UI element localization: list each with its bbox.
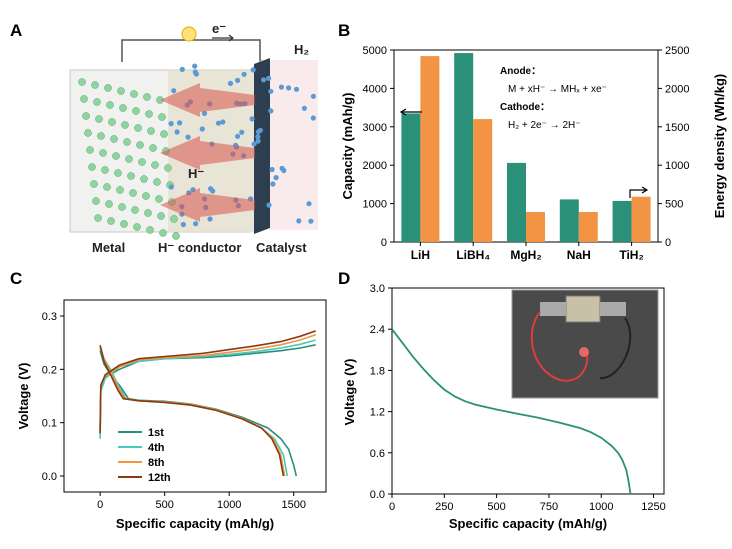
bar-left-2 — [507, 162, 526, 242]
legend-label: 8th — [148, 457, 165, 469]
category-label: NaH — [567, 248, 591, 262]
circuit-wire — [121, 39, 261, 62]
y-tick-label: 0.1 — [42, 418, 57, 430]
metal-atoms — [78, 78, 180, 240]
y-right-tick-label: 1000 — [665, 160, 689, 172]
legend-label: 4th — [148, 442, 165, 454]
x-tick-label: 1000 — [589, 501, 613, 513]
bar-left-0 — [401, 113, 421, 243]
y-tick-label: 0.6 — [370, 448, 385, 460]
bar-right-2 — [526, 212, 545, 242]
catalyst-label: Catalyst — [256, 240, 307, 255]
y-tick-label: 1000 — [363, 199, 387, 211]
series-discharge-12th — [99, 345, 285, 477]
y-right-tick-label: 0 — [665, 237, 671, 249]
panel-label-b: B — [338, 21, 350, 40]
y-tick-label: 2000 — [363, 160, 387, 172]
bar-right-0 — [420, 56, 440, 242]
legend-label: 1st — [148, 427, 164, 439]
cycling-voltage-chart: 0 500 1000 1500 0.0 0.1 0.2 0.3 1st 4th 8th 12th S… — [16, 299, 327, 531]
plot-frame — [63, 299, 327, 493]
y-tick-label: 0.3 — [42, 311, 57, 323]
bar-right-3 — [578, 212, 598, 242]
x-tick-label: 0 — [389, 501, 395, 513]
x-tick-label: 500 — [487, 501, 505, 513]
light-bulb-icon — [181, 26, 197, 42]
y-axis-label: Voltage (V) — [16, 363, 31, 430]
legend: 1st 4th 8th 12th — [118, 427, 171, 484]
y-tick-label: 1.8 — [370, 365, 385, 377]
electron-label: e⁻ — [212, 21, 226, 36]
anode-title: Anode： — [500, 66, 541, 77]
x-tick-label: 250 — [435, 501, 453, 513]
hydrogen-label: H₂ — [294, 42, 309, 57]
anode-equation: M + xH⁻ → MHₓ + xe⁻ — [508, 84, 607, 95]
x-tick-label: 1250 — [641, 501, 665, 513]
x-axis-label: Specific capacity (mAh/g) — [449, 516, 607, 531]
y-tick-label: 1.2 — [370, 407, 385, 419]
panel-label-c: C — [10, 269, 22, 288]
legend-label: 12th — [148, 472, 171, 484]
bar-left-4 — [612, 200, 632, 242]
x-tick-label: 500 — [155, 499, 173, 511]
category-label: LiH — [411, 248, 430, 262]
y-right-tick-label: 1500 — [665, 122, 689, 134]
x-tick-label: 750 — [540, 501, 558, 513]
hydride-label: H⁻ — [188, 166, 204, 181]
led-glow-icon — [579, 347, 589, 357]
capacity-bar-chart: 0 1000 2000 3000 4000 5000 0 500 1000 1500 2000 250… — [340, 45, 727, 262]
x-axis-label: Specific capacity (mAh/g) — [116, 516, 274, 531]
y-tick-label: 0.0 — [42, 471, 57, 483]
series-charge-4th — [99, 339, 316, 439]
y-right-tick-label: 2000 — [665, 83, 689, 95]
x-tick-label: 1000 — [217, 499, 241, 511]
bar-right-4 — [631, 196, 651, 242]
panel-label-d: D — [338, 269, 350, 288]
category-label: TiH₂ — [619, 248, 643, 262]
series-charge-8th — [99, 333, 316, 429]
discharge-voltage-chart: 0 250 500 750 1000 1250 0.0 0.6 1.2 1.8 2.4 3.0 Spe… — [342, 283, 666, 531]
y-right-tick-label: 2500 — [665, 45, 689, 57]
panel-label-a: A — [10, 21, 22, 40]
cathode-title: Cathode： — [500, 102, 550, 113]
battery-schematic: e⁻ H₂ H⁻ Metal H⁻ conductor Catalyst — [69, 21, 318, 255]
conductor-label: H⁻ conductor — [158, 240, 241, 255]
y-right-tick-label: 500 — [665, 199, 683, 211]
y-tick-label: 3000 — [363, 122, 387, 134]
series-discharge-4th — [99, 347, 289, 477]
bar-left-1 — [454, 53, 474, 242]
catalyst-plate — [254, 58, 270, 234]
y-tick-label: 4000 — [363, 83, 387, 95]
metal-label: Metal — [92, 240, 125, 255]
y-tick-label: 0.0 — [370, 489, 385, 501]
hydride-flow-arrows — [160, 83, 255, 222]
cell-device — [565, 295, 601, 323]
y-tick-label: 3.0 — [370, 283, 385, 295]
y-axis-right-label: Energy density (Wh/kg) — [712, 74, 727, 218]
series-discharge-1st — [99, 350, 298, 477]
category-label: MgH₂ — [510, 248, 541, 262]
discharge-curve — [391, 328, 632, 495]
y-axis-label: Voltage (V) — [342, 359, 357, 426]
category-label: LiBH₄ — [456, 248, 490, 262]
y-tick-label: 0.2 — [42, 364, 57, 376]
plot-frame — [391, 287, 665, 495]
series-charge-1st — [99, 344, 316, 434]
y-tick-label: 2.4 — [370, 324, 385, 336]
inset-photo — [511, 289, 659, 399]
bar-left-3 — [559, 199, 579, 242]
cathode-equation: H₂ + 2e⁻ → 2H⁻ — [508, 120, 581, 131]
bar-right-1 — [473, 119, 493, 242]
y-tick-label: 5000 — [363, 45, 387, 57]
right-axis-pointer-icon — [629, 189, 646, 198]
x-tick-label: 0 — [97, 499, 103, 511]
y-tick-label: 0 — [381, 237, 387, 249]
y-axis-label: Capacity (mAh/g) — [340, 93, 355, 200]
x-tick-label: 1500 — [281, 499, 305, 511]
series-charge-12th — [99, 330, 316, 434]
